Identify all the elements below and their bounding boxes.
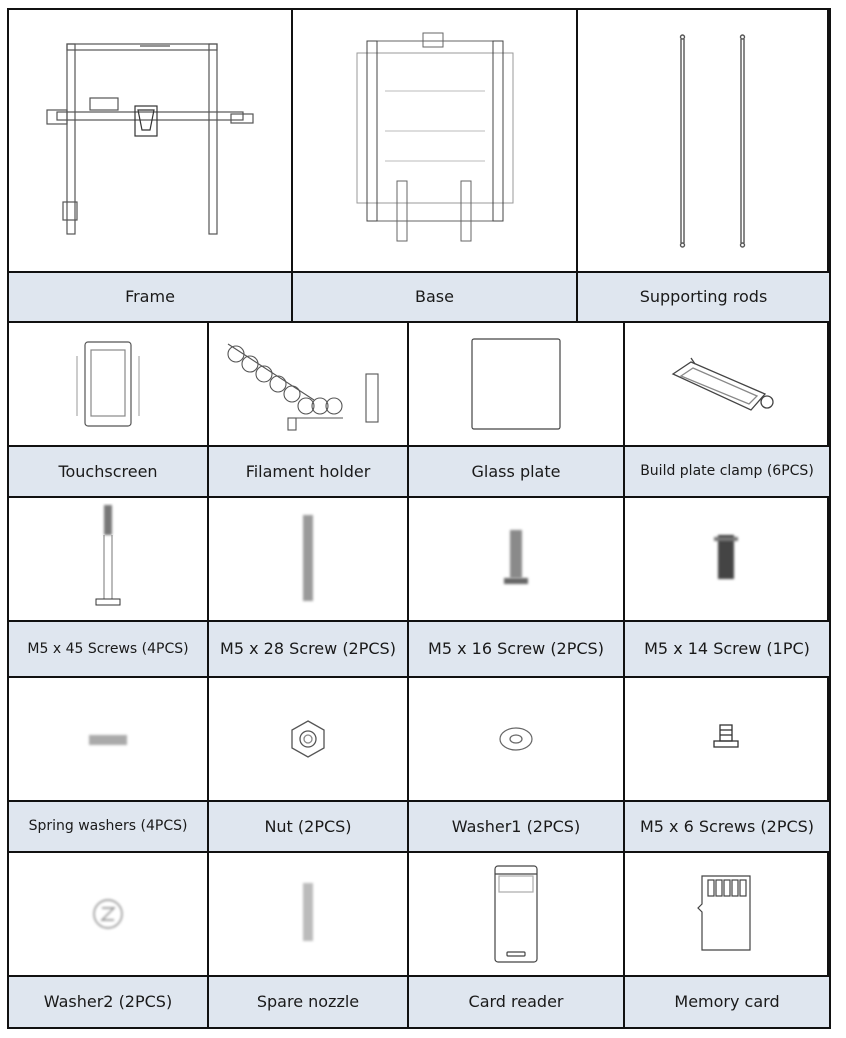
touchscreen-label: Touchscreen [9, 447, 209, 496]
m5x16-screw-image [409, 498, 625, 622]
m5x6-screws-image [625, 678, 829, 802]
spring-washers-label: Spring washers (4PCS) [9, 802, 209, 851]
washer1-image [409, 678, 625, 802]
spare-nozzle-image [209, 853, 409, 977]
washer2-label: Washer2 (2PCS) [9, 977, 209, 1027]
parts-list-table: Frame Base Supporting rods [7, 8, 831, 1029]
m5x16-screw-label: M5 x 16 Screw (2PCS) [409, 622, 625, 676]
touchscreen-image [9, 323, 209, 447]
parts-row-5: Washer2 (2PCS) Spare nozzle Card reader … [7, 853, 831, 1029]
base-image [293, 10, 578, 273]
card-reader-label: Card reader [409, 977, 625, 1027]
base-label: Base [293, 273, 578, 321]
spring-washers-image [9, 678, 209, 802]
parts-row-4: Spring washers (4PCS) Nut (2PCS) Washer1… [7, 678, 831, 853]
m5x28-screw-image [209, 498, 409, 622]
build-plate-clamp-label: Build plate clamp (6PCS) [625, 447, 829, 496]
nut-label: Nut (2PCS) [209, 802, 409, 851]
washer1-label: Washer1 (2PCS) [409, 802, 625, 851]
m5x45-screws-image [9, 498, 209, 622]
m5x14-screw-image [625, 498, 829, 622]
supporting-rods-image [578, 10, 829, 273]
m5x14-screw-label: M5 x 14 Screw (1PC) [625, 622, 829, 676]
frame-label: Frame [9, 273, 293, 321]
parts-row-2: Touchscreen Filament holder Glass plate … [7, 323, 831, 498]
m5x28-screw-label: M5 x 28 Screw (2PCS) [209, 622, 409, 676]
nut-image [209, 678, 409, 802]
memory-card-image [625, 853, 829, 977]
parts-row-3: M5 x 45 Screws (4PCS) M5 x 28 Screw (2PC… [7, 498, 831, 678]
parts-row-1: Frame Base Supporting rods [7, 8, 831, 323]
washer2-image [9, 853, 209, 977]
frame-image [9, 10, 293, 273]
filament-holder-image [209, 323, 409, 447]
filament-holder-label: Filament holder [209, 447, 409, 496]
glass-plate-label: Glass plate [409, 447, 625, 496]
supporting-rods-label: Supporting rods [578, 273, 829, 321]
spare-nozzle-label: Spare nozzle [209, 977, 409, 1027]
glass-plate-image [409, 323, 625, 447]
memory-card-label: Memory card [625, 977, 829, 1027]
build-plate-clamp-image [625, 323, 829, 447]
m5x6-screws-label: M5 x 6 Screws (2PCS) [625, 802, 829, 851]
m5x45-screws-label: M5 x 45 Screws (4PCS) [9, 622, 209, 676]
card-reader-image [409, 853, 625, 977]
